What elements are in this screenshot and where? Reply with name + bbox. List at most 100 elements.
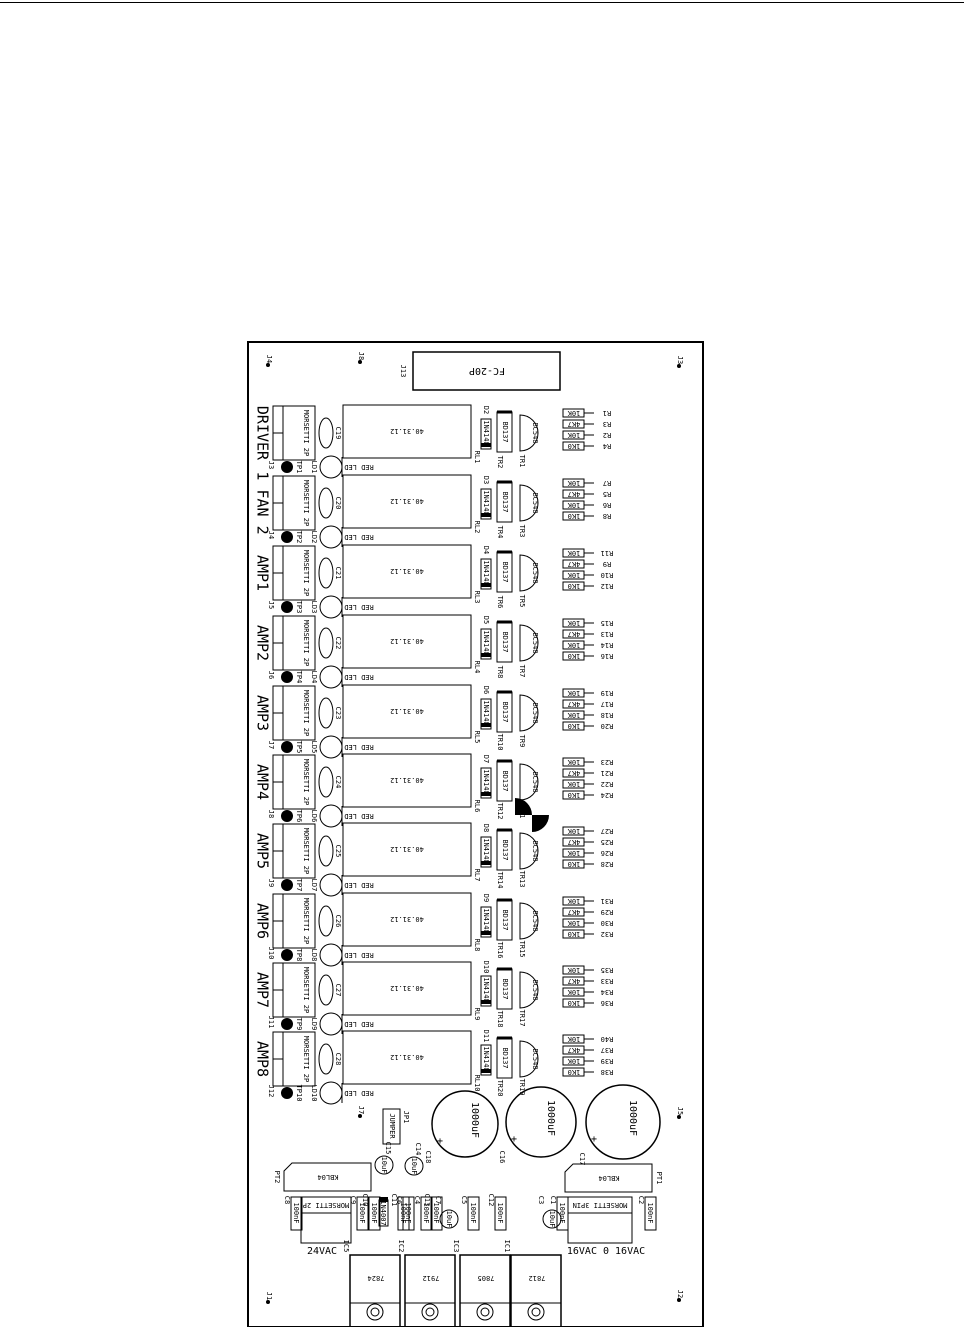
resistor-value-label: 4K7 [568, 1046, 581, 1054]
bottom-cap-ref-label: C11 [390, 1194, 398, 1207]
led-outline [319, 873, 343, 897]
relay-ref-label: RL10 [473, 1075, 481, 1092]
bottom-cap-value-label: 100nF [292, 1202, 300, 1223]
diode-body [480, 488, 492, 520]
diode-band [481, 1000, 491, 1004]
resistor-value-label: 10K [567, 849, 580, 857]
led-outline [319, 595, 343, 619]
led-outline [319, 943, 343, 967]
relay-body [342, 474, 472, 529]
resistor-value-label: 10K [567, 827, 580, 835]
bottom-cap-value-label: 100nF [496, 1202, 504, 1223]
led-ref-label: LD4 [310, 671, 318, 684]
bd137-ref-label: TR8 [496, 666, 504, 679]
bc548-ref-label: TR15 [518, 941, 526, 958]
bottom-ceramic-cap [397, 1196, 410, 1231]
bc548-outline [519, 694, 539, 732]
mount-hole [266, 1300, 270, 1304]
mount-hole-label: J5 [676, 1107, 684, 1115]
channel-label: AMP4 [254, 764, 272, 800]
mount-hole-label: J2 [676, 1290, 684, 1298]
ceramic-cap [318, 1043, 334, 1075]
relay-value-label: 40.31.12 [390, 1053, 424, 1061]
relay-value-label: 40.31.12 [390, 776, 424, 784]
diode-body [480, 558, 492, 590]
terminal-value-label: MORSETTI 2P [302, 898, 310, 944]
regulator-value-label: 7812 [529, 1274, 546, 1282]
diode-value-label: 1N4148 [482, 420, 490, 445]
resistor-value-label: 1K0 [568, 442, 581, 450]
resistor-ref-label: R32 [601, 930, 614, 938]
bottom-cap-ref-label: C4 [413, 1196, 421, 1204]
small-cap-value-label: 10uF [410, 1158, 418, 1175]
bottom-ceramic-cap [467, 1196, 480, 1231]
resistor-value-label: 10K [567, 988, 580, 996]
channel-label: AMP8 [254, 1041, 272, 1077]
cap-ref-label: C19 [334, 427, 342, 440]
electrolytic-ref-label: C17 [578, 1153, 586, 1166]
diode-body [480, 836, 492, 868]
diode-band [481, 1069, 491, 1073]
resistor-value-label: 10K [567, 1057, 580, 1065]
electrolytic-cap [505, 1086, 577, 1158]
testpoint-ref-label: TP9 [295, 1018, 303, 1031]
bc548-value-label: BC548 [531, 562, 539, 583]
bridge-value-label: KBL04 [317, 1173, 338, 1181]
bottom-cap-value-label: 10uF [548, 1211, 556, 1228]
testpoint-ref-label: TP10 [295, 1085, 303, 1102]
small-cap-ref-label: C15 [384, 1142, 392, 1155]
cap-ref-label: C21 [334, 567, 342, 580]
resistor-ref-label: R2 [603, 431, 611, 439]
bc548-ref-label: TR7 [518, 665, 526, 678]
resistor-value-label: 10K [567, 571, 580, 579]
resistor-value-label: 10K [567, 689, 580, 697]
led-outline [319, 525, 343, 549]
resistor-value-label: 10K [567, 641, 580, 649]
testpoint-ref-label: TP2 [295, 531, 303, 544]
diode-ref-label: D7 [482, 755, 490, 763]
mount-hole-label: J3 [676, 356, 684, 364]
ceramic-cap [318, 487, 334, 519]
diode-band [481, 931, 491, 935]
bd137-ref-label: TR12 [496, 803, 504, 820]
relay-body [342, 1030, 472, 1085]
ceramic-cap [318, 974, 334, 1006]
bc548-value-label: BC548 [531, 422, 539, 443]
led-ref-label: LD7 [310, 879, 318, 892]
diode-value-label: 1N4148 [482, 630, 490, 655]
cap-ref-label: C27 [334, 984, 342, 997]
resistor-ref-label: R20 [601, 722, 614, 730]
bottom-cap-value-label: 10uF [445, 1211, 453, 1228]
terminal-value-label: MORSETTI 2P [302, 410, 310, 456]
resistor-value-label: 4K7 [568, 700, 581, 708]
bottom-cap-value-label: 100nF [422, 1202, 430, 1223]
resistor-ref-label: R10 [601, 571, 614, 579]
bottom-ceramic-cap [644, 1196, 657, 1231]
bd137-value-label: BD137 [501, 491, 509, 512]
regulator-mount-hole [421, 1303, 439, 1321]
bottom-cap-value-label: 100nF [370, 1202, 378, 1223]
mount-hole [358, 360, 362, 364]
diode-body [480, 1044, 492, 1076]
bd137-value-label: BD137 [501, 909, 509, 930]
diode-band [481, 792, 491, 796]
resistor-ref-label: R25 [601, 838, 614, 846]
bottom-cap-value-label: 100nF [404, 1202, 412, 1223]
mount-hole-label: J1 [265, 1292, 273, 1300]
bd137-value-label: BD137 [501, 561, 509, 582]
terminal-value-label: MORSETTI 2P [302, 1036, 310, 1082]
bc548-value-label: BC548 [531, 771, 539, 792]
electrolytic-plus-mark: + [591, 1134, 597, 1145]
board-outline [247, 341, 704, 1327]
resistor-value-label: 1K0 [568, 791, 581, 799]
bd137-value-label: BD137 [501, 978, 509, 999]
relay-value-label: 40.31.12 [390, 497, 424, 505]
electrolytic-value-label: 1000uF [545, 1100, 556, 1136]
bc548-value-label: BC548 [531, 840, 539, 861]
bc548-ref-label: TR13 [518, 871, 526, 888]
